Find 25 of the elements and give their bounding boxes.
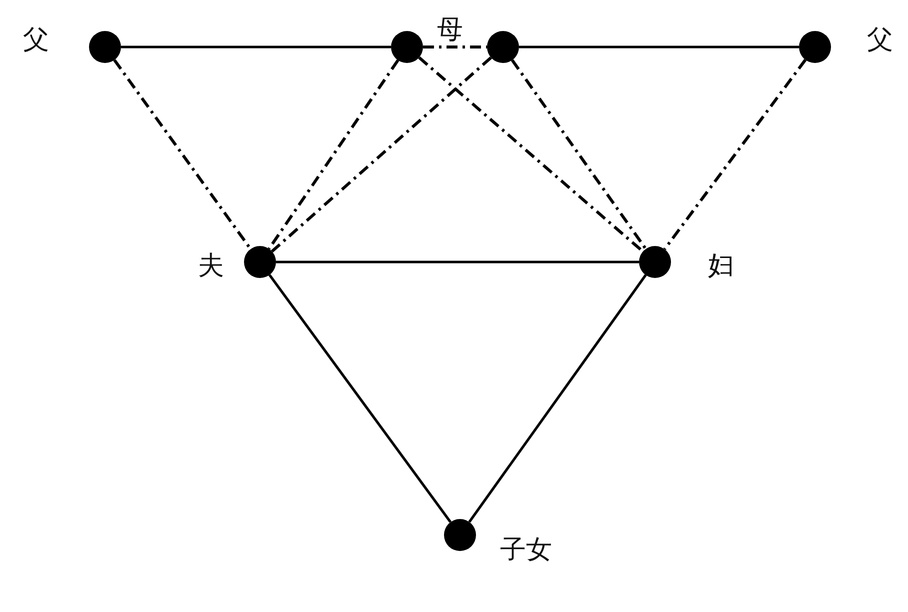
dash-dot-line (423, 46, 487, 48)
dash-dot-line (268, 59, 400, 250)
dash-dot-line (663, 58, 807, 250)
dash-dot-line (271, 56, 492, 253)
person-label: 父 (23, 27, 49, 53)
person-label: 夫 (198, 253, 224, 279)
line (468, 274, 647, 523)
dot (89, 31, 121, 63)
line (121, 46, 391, 48)
dot (639, 246, 671, 278)
person-label: 妇 (708, 253, 734, 279)
dot (444, 519, 476, 551)
dash-dot-line (510, 59, 648, 250)
line (519, 46, 799, 48)
person-label: 父 (867, 27, 893, 53)
dot (799, 31, 831, 63)
dot (244, 246, 276, 278)
person-label: 母 (437, 17, 463, 43)
line (268, 274, 452, 523)
line (276, 260, 639, 264)
dash-dot-line (418, 56, 644, 253)
person-label: 子女 (500, 537, 552, 563)
dot (391, 31, 423, 63)
dot (487, 31, 519, 63)
dash-dot-line (113, 59, 252, 250)
